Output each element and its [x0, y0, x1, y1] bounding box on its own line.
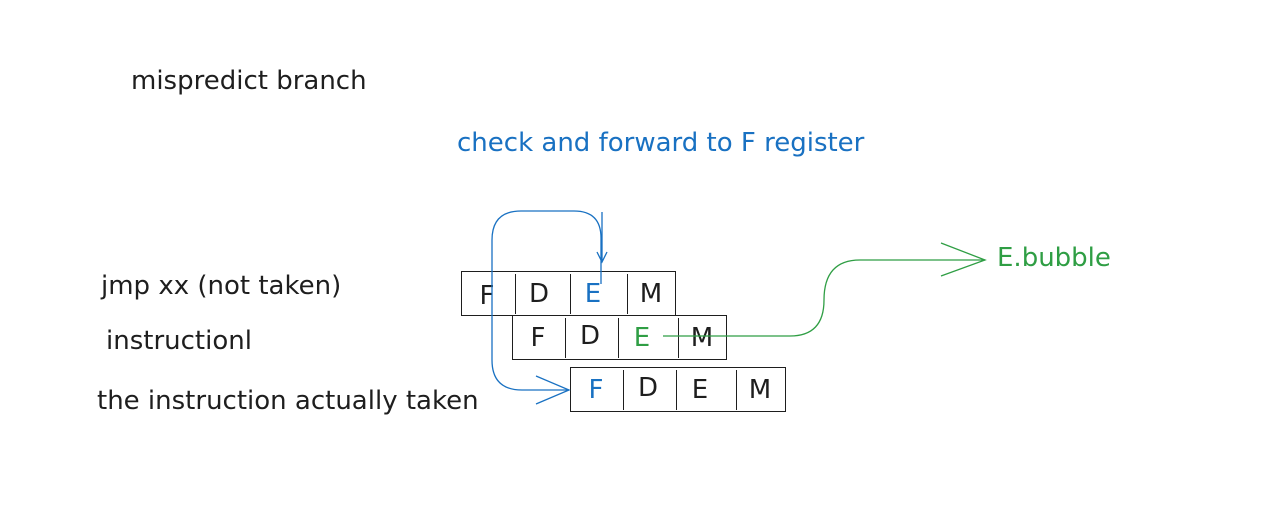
stage-memory: M [690, 323, 714, 353]
stage-divider [570, 274, 571, 314]
pipeline-row-instruction: F D E M [512, 315, 727, 360]
stage-execute-bubble: E [633, 323, 651, 353]
stage-execute: E [691, 375, 709, 405]
bubble-arrow-head [940, 242, 987, 277]
stage-fetch: F [479, 281, 495, 311]
bubble-annotation: E.bubble [997, 243, 1111, 273]
stage-divider [618, 318, 619, 358]
stage-divider [676, 370, 677, 410]
row-label-instruction: instructionl [106, 326, 252, 356]
stage-divider [627, 274, 628, 314]
pipeline-row-jmp: F D E M [461, 271, 676, 316]
stage-fetch: F [530, 323, 546, 353]
stage-decode: D [637, 373, 659, 403]
forward-arrow-tick [596, 212, 608, 264]
stage-divider [623, 370, 624, 410]
stage-fetch-forwarded: F [588, 375, 604, 405]
row-label-jmp: jmp xx (not taken) [101, 271, 342, 301]
bubble-arrow [663, 259, 985, 337]
stage-memory: M [748, 375, 772, 405]
stage-decode: D [528, 279, 550, 309]
stage-memory: M [639, 279, 663, 309]
pipeline-row-actual: F D E M [570, 367, 786, 412]
forward-annotation: check and forward to F register [457, 128, 865, 158]
stage-divider [678, 318, 679, 358]
forward-arrow-head [535, 375, 571, 405]
forward-arrow [491, 210, 602, 391]
diagram-title: mispredict branch [131, 66, 367, 96]
stage-decode: D [579, 321, 601, 351]
stage-divider [515, 274, 516, 314]
stage-divider [565, 318, 566, 358]
stage-execute-forward: E [584, 279, 602, 309]
row-label-actual-instruction: the instruction actually taken [97, 386, 479, 416]
stage-divider [736, 370, 737, 410]
